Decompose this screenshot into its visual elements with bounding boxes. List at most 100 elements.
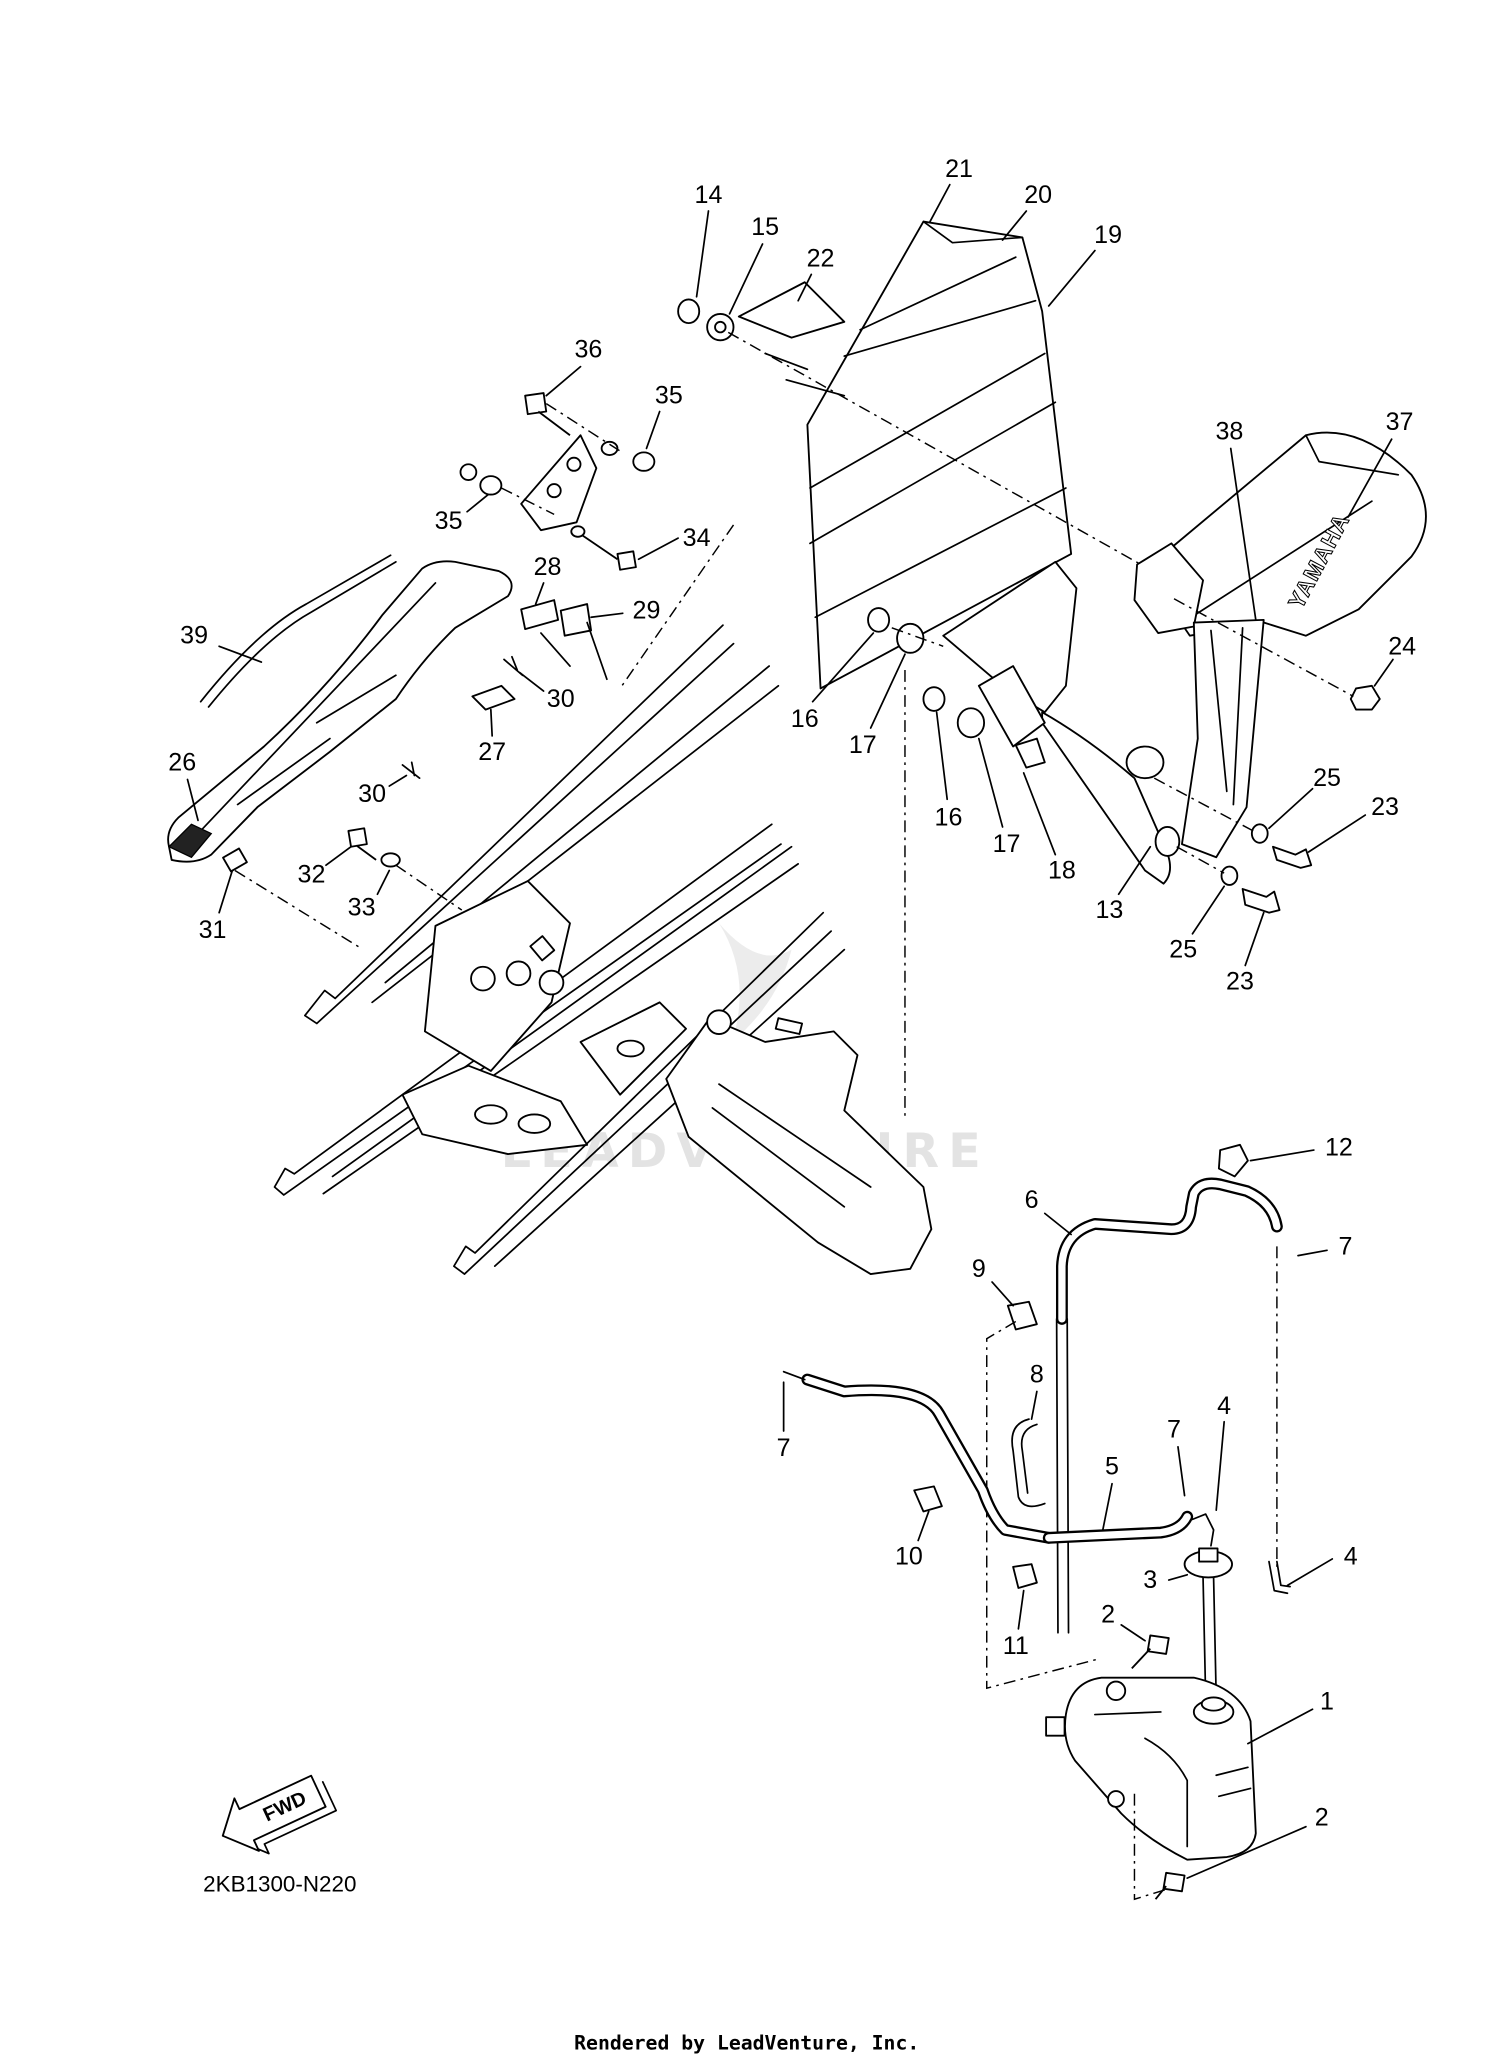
leader-15: [728, 243, 764, 315]
guide-line-23-upper: [1153, 777, 1254, 832]
bolt-32: [347, 827, 377, 861]
callout-35: 35: [435, 507, 463, 535]
callout-12: 12: [1325, 1133, 1353, 1161]
leader-23-lower: [1244, 911, 1265, 967]
panel-decal-small: [764, 352, 846, 397]
nut-31: [222, 847, 248, 873]
leader-26: [186, 778, 199, 822]
frame-rail-upper: [304, 624, 735, 1025]
callout-7: 7: [1167, 1416, 1181, 1444]
guide-line-23-lower: [1176, 846, 1225, 874]
heat-plate-13: [1041, 711, 1171, 885]
leader-38: [1229, 447, 1257, 621]
guard-strip-inner: [1210, 626, 1244, 806]
guide-line-16: [891, 627, 944, 647]
clamp-10: [913, 1485, 943, 1513]
frame-bolt: [774, 1017, 804, 1035]
leader-4-right: [1286, 1558, 1334, 1587]
leader-23-upper: [1307, 814, 1367, 853]
leader-25-lower: [1191, 885, 1226, 935]
leader-22: [797, 273, 813, 302]
leader-16-lower: [935, 711, 949, 801]
leader-19: [1047, 249, 1096, 307]
leader-8: [1030, 1390, 1038, 1420]
callout-38: 38: [1215, 417, 1243, 445]
bolt-36: [524, 392, 571, 436]
frame-slot: [616, 1039, 645, 1058]
guide-line-panel-shield: [727, 331, 1151, 571]
washer-35-left-outer: [459, 463, 478, 482]
fwd-arrow: FWD: [221, 1774, 338, 1855]
frame-hole: [505, 960, 532, 987]
frame-tab: [529, 935, 556, 962]
tank-cap-top: [1200, 1696, 1227, 1712]
washer-34: [570, 525, 586, 538]
washer-25-upper: [1250, 823, 1269, 844]
callout-26: 26: [168, 748, 196, 776]
bolt-34: [580, 533, 637, 571]
callout-10: 10: [895, 1542, 923, 1570]
rear-fender: [167, 560, 513, 863]
callout-31: 31: [199, 916, 227, 944]
mount-tab: [1014, 737, 1046, 769]
leader-17-lower: [977, 737, 1004, 828]
plate-hole-lower: [1154, 826, 1181, 857]
callout-1: 1: [1320, 1687, 1334, 1715]
panel-decal-stripe: [809, 352, 1067, 619]
callout-27: 27: [478, 738, 506, 766]
callout-16: 16: [791, 705, 819, 733]
leader-30-lower: [388, 774, 408, 787]
clip-28: [520, 599, 560, 631]
leader-34: [637, 537, 679, 561]
watermark-logo-shape: [719, 923, 792, 1042]
leader-37: [1347, 438, 1393, 518]
leader-18: [1022, 772, 1057, 856]
muffler-guard: [1144, 431, 1427, 637]
leader-10: [917, 1510, 930, 1542]
leader-17-upper: [869, 653, 906, 729]
hose-6-core: [1058, 1179, 1281, 1323]
diagram-code: 2KB1300-N220: [203, 1871, 356, 1896]
leader-25-upper: [1268, 787, 1314, 830]
leader-14: [695, 210, 710, 298]
callout-37: 37: [1386, 408, 1414, 436]
swingarm-bracket-inner-line: [711, 1083, 872, 1208]
leader-33: [376, 869, 391, 896]
leader-35-left: [466, 493, 490, 513]
guide-line-35: [501, 487, 555, 516]
swingarm-bracket: [665, 1017, 933, 1275]
callout-23: 23: [1371, 793, 1399, 821]
footer-credit: Rendered by LeadVenture, Inc.: [574, 2032, 919, 2055]
callout-29: 29: [633, 597, 661, 625]
tank-mount-tab: [1045, 1716, 1066, 1737]
callout-33: 33: [348, 893, 376, 921]
callout-2: 2: [1315, 1803, 1329, 1831]
washer-25-lower: [1220, 865, 1239, 886]
rear-fender-tip: [167, 823, 213, 859]
leader-27: [489, 708, 494, 737]
panel-decal-top: [843, 220, 1037, 357]
leader-12: [1249, 1149, 1315, 1162]
leader-4-upper: [1215, 1420, 1226, 1512]
callout-30: 30: [358, 780, 386, 808]
callout-39: 39: [180, 622, 208, 650]
callout-18: 18: [1048, 856, 1076, 884]
pad-27: [471, 684, 516, 711]
guide-line-33: [395, 864, 463, 911]
callout-32: 32: [298, 860, 326, 888]
bolt-23-lower: [1241, 888, 1281, 914]
callout-7: 7: [777, 1434, 791, 1462]
frame-hole: [470, 965, 496, 992]
pad-22: [737, 281, 846, 339]
rear-fender-edge: [197, 582, 437, 835]
fwd-arrow-shape: [221, 1774, 327, 1852]
mount-tube: [977, 665, 1046, 748]
washer-33: [380, 852, 401, 868]
callout-11: 11: [1003, 1632, 1029, 1660]
leader-24: [1373, 658, 1394, 687]
callout-20: 20: [1024, 181, 1052, 209]
callout-9: 9: [972, 1255, 986, 1283]
nut-24: [1349, 684, 1381, 711]
callout-16: 16: [935, 804, 963, 832]
pipe-7-core: [803, 1375, 1053, 1542]
